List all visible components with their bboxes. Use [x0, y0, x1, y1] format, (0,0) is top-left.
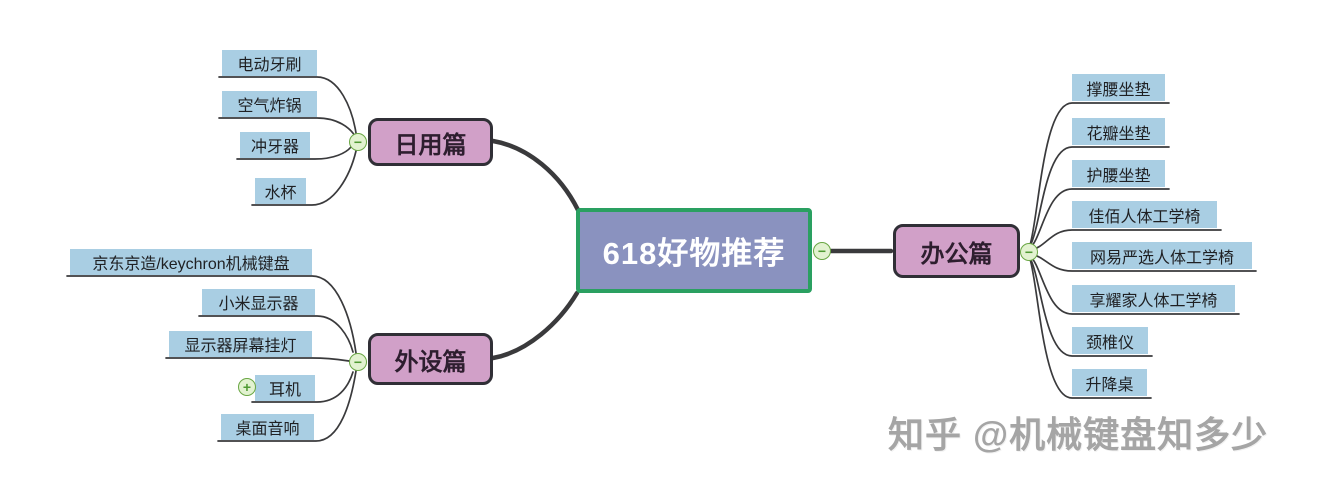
plus-icon: +: [242, 379, 252, 395]
collapse-toggle-central[interactable]: −: [813, 242, 831, 260]
child-topic-jiabai-ergonomic-chair[interactable]: 佳佰人体工学椅: [1072, 201, 1217, 228]
child-topic-standing-desk[interactable]: 升降桌: [1072, 369, 1147, 396]
minus-icon: −: [817, 243, 827, 259]
central-topic[interactable]: 618好物推荐: [576, 208, 812, 293]
child-topic-water-flosser[interactable]: 冲牙器: [240, 132, 310, 158]
child-topic-desktop-speaker[interactable]: 桌面音响: [221, 414, 314, 440]
branch-topic-peripherals[interactable]: 外设篇: [368, 333, 493, 385]
watermark: 知乎 @机械键盘知多少: [888, 414, 1269, 455]
child-topic-water-cup[interactable]: 水杯: [255, 178, 306, 204]
child-topic-mechanical-keyboard[interactable]: 京东京造/keychron机械键盘: [70, 249, 312, 275]
child-topic-waist-cushion[interactable]: 护腰坐垫: [1072, 160, 1165, 187]
minus-icon: −: [353, 134, 363, 150]
expand-toggle-headphones[interactable]: +: [238, 378, 256, 396]
child-topic-xiaomi-monitor[interactable]: 小米显示器: [202, 289, 315, 315]
child-branch-lines: [66, 76, 1257, 442]
collapse-toggle-office[interactable]: −: [1020, 243, 1038, 261]
child-topic-neck-massager[interactable]: 颈椎仪: [1072, 327, 1148, 354]
child-topic-back-support-cushion[interactable]: 撑腰坐垫: [1072, 74, 1165, 101]
minus-icon: −: [353, 354, 363, 370]
child-topic-xiangyaojia-ergonomic-chair[interactable]: 享耀家人体工学椅: [1072, 285, 1235, 312]
child-topic-electric-toothbrush[interactable]: 电动牙刷: [222, 50, 317, 76]
child-topic-headphones[interactable]: 耳机: [255, 375, 315, 401]
child-topic-monitor-light-bar[interactable]: 显示器屏幕挂灯: [169, 331, 312, 357]
collapse-toggle-peripherals[interactable]: −: [349, 353, 367, 371]
branch-topic-daily-use[interactable]: 日用篇: [368, 118, 493, 166]
collapse-toggle-daily-use[interactable]: −: [349, 133, 367, 151]
child-topic-petal-cushion[interactable]: 花瓣坐垫: [1072, 118, 1165, 145]
branch-topic-office[interactable]: 办公篇: [893, 224, 1020, 278]
child-topic-air-fryer[interactable]: 空气炸锅: [222, 91, 317, 117]
minus-icon: −: [1024, 244, 1034, 260]
child-topic-netease-ergonomic-chair[interactable]: 网易严选人体工学椅: [1072, 242, 1252, 269]
main-branch-lines: [490, 138, 894, 361]
